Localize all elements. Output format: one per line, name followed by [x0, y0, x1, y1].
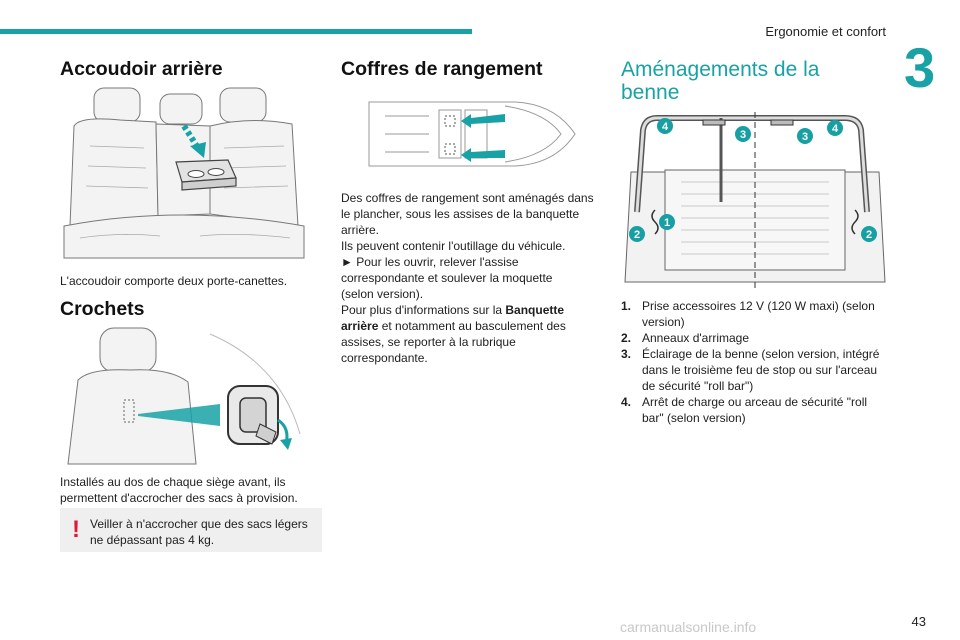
armrest-text: L'accoudoir comporte deux porte-canettes…: [60, 274, 288, 288]
under-seat-storage-illustration: [365, 92, 579, 176]
header-accent-bar: [0, 29, 472, 34]
hooks-title: Crochets: [60, 298, 145, 320]
hooks-text: Installés au dos de chaque siège avant, …: [60, 475, 298, 505]
callout-3-right: 3: [802, 131, 808, 143]
watermark: carmanualsonline.info: [620, 619, 757, 635]
bed-legend-list: 1.Prise accessoires 12 V (120 W maxi) (s…: [621, 298, 887, 426]
pickup-bed-illustration: 4 3 3 4 1 2 2: [621, 112, 889, 292]
legend-item: 1.Prise accessoires 12 V (120 W maxi) (s…: [621, 299, 875, 329]
callout-4-right: 4: [832, 123, 839, 135]
seat-hook-illustration: [60, 324, 310, 468]
storage-paragraph-2: Ils peuvent contenir l'outillage du véhi…: [341, 239, 566, 253]
legend-item: 4.Arrêt de charge ou arceau de sécurité …: [621, 395, 868, 425]
warning-box: ! Veiller à n'accrocher que des sacs lég…: [60, 508, 322, 552]
chapter-title: Ergonomie et confort: [765, 24, 886, 39]
storage-paragraph-4: Pour plus d'informations sur la Banquett…: [341, 303, 566, 365]
legend-item: 2.Anneaux d'arrimage: [621, 331, 750, 345]
storage-title: Coffres de rangement: [341, 58, 543, 80]
callout-3-left: 3: [740, 129, 746, 141]
bed-title: Aménagements de la benne: [621, 58, 820, 105]
link-banquette-arriere: Banquette arrière: [341, 303, 565, 333]
warning-icon: !: [72, 516, 80, 543]
chapter-number: 3: [904, 36, 936, 99]
callout-2-right: 2: [866, 229, 872, 241]
storage-paragraph-1: Des coffres de rangement sont aménagés d…: [341, 191, 594, 237]
rear-armrest-illustration: [60, 86, 310, 262]
callout-2-left: 2: [634, 229, 640, 241]
warning-text: Veiller à n'accrocher que des sacs léger…: [90, 517, 308, 547]
storage-instruction: ► Pour les ouvrir, relever l'assise corr…: [341, 255, 553, 301]
legend-item: 3.Éclairage de la benne (selon version, …: [621, 347, 880, 393]
armrest-title: Accoudoir arrière: [60, 58, 223, 80]
callout-4-left: 4: [662, 121, 669, 133]
page-number: 43: [911, 614, 926, 629]
callout-1: 1: [664, 217, 670, 229]
